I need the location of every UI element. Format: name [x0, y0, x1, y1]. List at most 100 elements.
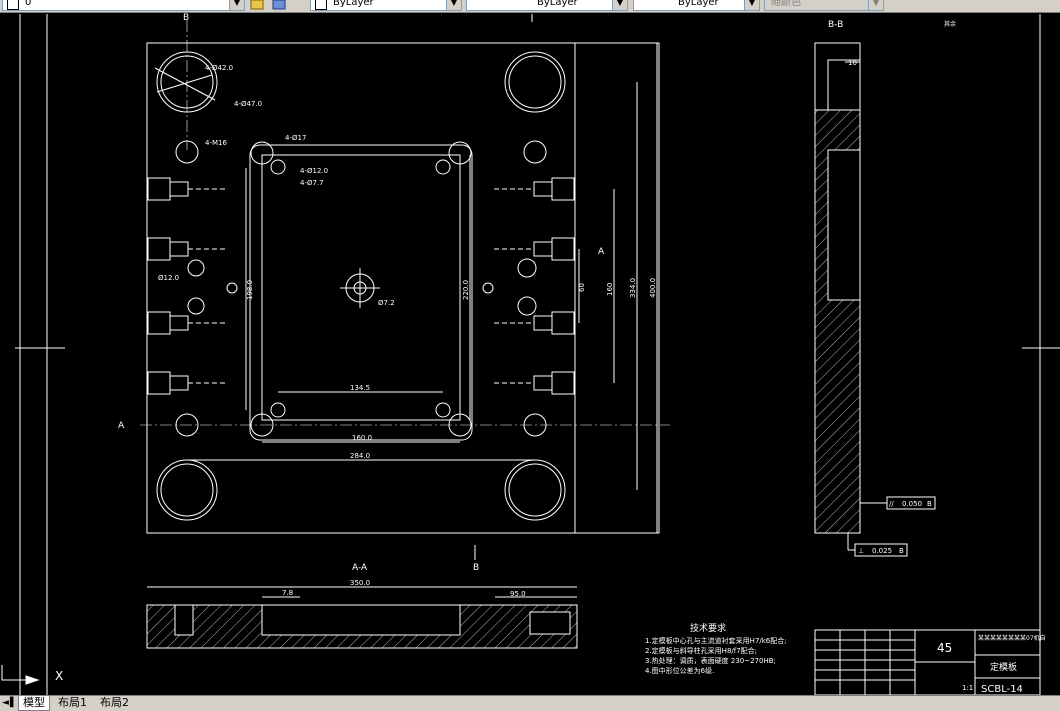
dim-m16: 4-M16 [205, 139, 227, 147]
dim-60: 60 [578, 283, 586, 292]
title-scale: 1:1 [962, 684, 973, 692]
tol-parallel: 0.050 [902, 500, 922, 508]
dim-3340: 334.0 [629, 278, 637, 298]
cavity-pocket-outer [249, 144, 473, 441]
surface-other-note: 其余 [944, 20, 956, 28]
layout-tab-bar: ◄ ▌ 模型 布局1 布局2 [0, 695, 1060, 711]
guide-hole-br-inner [508, 463, 562, 517]
leader-phi47 [156, 74, 213, 93]
angle-pin-hole-lower [517, 296, 537, 316]
dim-78: 7.8 [282, 589, 293, 597]
tech-title: 技术要求 [690, 622, 726, 634]
section-aa-fitting [529, 611, 571, 635]
title-block-frame [814, 629, 1041, 695]
dim-phi42: 4-Ø42.0 [205, 64, 233, 72]
layer-state-icon [7, 0, 19, 10]
section-aa-view: A-A 350.0 95.0 7.8 [146, 563, 578, 649]
section-aa-title: A-A [352, 563, 368, 573]
label-a-right: A [598, 247, 605, 257]
first-tab-icon[interactable]: ◄ [2, 698, 9, 708]
linetype-dropdown[interactable]: ByLayer ▼ [466, 0, 628, 11]
tab-layout2[interactable]: 布局2 [100, 696, 129, 709]
layer-stack-icon[interactable] [272, 0, 286, 10]
title-school: 某某某某某某某某07机自 [978, 634, 1046, 642]
dim-phi7: 4-Ø7.7 [300, 179, 324, 187]
guide-hole-tr-outer [504, 51, 566, 113]
chevron-down-icon[interactable]: ▼ [744, 0, 759, 10]
chevron-down-icon[interactable]: ▼ [612, 0, 627, 10]
tol-symbol-parallel: // [889, 500, 894, 508]
pin-hole-tl [270, 159, 286, 175]
dim-4000: 400.0 [649, 278, 657, 298]
dim-10: 10 [848, 59, 857, 67]
small-hole-right [482, 282, 494, 294]
tol-parallel-datum: B [927, 500, 932, 508]
chevron-down-icon[interactable]: ▼ [229, 0, 244, 10]
section-bb-guide [827, 59, 861, 111]
small-hole-left-upper [187, 259, 205, 277]
tol-symbol-perp: ⊥ [858, 547, 864, 555]
plan-view-labels: B A A B 4-Ø42.0 4-Ø47.0 4-M16 4-Ø17 4-Ø1… [118, 13, 657, 573]
cavity-pocket-inner [261, 154, 461, 421]
dim-phi7b: Ø7.2 [378, 299, 395, 307]
layer-value: 0 [25, 0, 32, 8]
layer-previous-icon[interactable] [250, 0, 264, 10]
small-hole-left-mid [226, 282, 238, 294]
guide-hole-tr-inner [508, 55, 562, 109]
tech-line-3: 3.热处理：调质，表面硬度 230~270HB; [645, 656, 776, 665]
dim-120: Ø12.0 [158, 274, 179, 282]
tech-requirements: 技术要求 1.定模板中心孔与主流道衬套采用H7/k6配合; 2.定模板与斜导柱孔… [645, 622, 787, 675]
plate-outline [146, 42, 660, 534]
pin-hole-br [435, 402, 451, 418]
tab-layout1[interactable]: 布局1 [58, 696, 87, 709]
cooling-fittings-right [494, 177, 575, 395]
dim-phi47: 4-Ø47.0 [234, 100, 262, 108]
guide-hole-bl-inner [160, 463, 214, 517]
ucs-x-label: X [55, 669, 63, 683]
dim-3500: 350.0 [350, 579, 370, 587]
tol-perp: 0.025 [872, 547, 892, 555]
tol-perp-datum: B [899, 547, 904, 555]
section-bb-pocket [827, 149, 861, 301]
ucs-icon: X [1, 665, 63, 685]
tech-line-1: 1.定模板中心孔与主流道衬套采用H7/k6配合; [645, 636, 787, 645]
pocket-corner-tr [448, 141, 472, 165]
section-aa-pocket [261, 604, 461, 636]
title-drawing-no: SCBL-14 [981, 684, 1023, 695]
dim-1345: 134.5 [350, 384, 370, 392]
drawing-canvas[interactable]: B A A B 4-Ø42.0 4-Ø47.0 4-M16 4-Ø17 4-Ø1… [0, 13, 1060, 695]
title-block-text: 45 某某某某某某某某07机自 定模板 SCBL-14 1:1 [937, 634, 1046, 695]
layer-dropdown[interactable]: 0 ▼ [2, 0, 245, 11]
pocket-corner-tl [250, 141, 274, 165]
pin-hole-tr [435, 159, 451, 175]
label-a-left: A [118, 421, 125, 431]
dim-1980: 198.0 [246, 280, 254, 300]
dim-phi12: 4-Ø12.0 [300, 167, 328, 175]
tech-line-4: 4.图中形位公差为6级. [645, 666, 714, 675]
color-value: ByLayer [333, 0, 374, 8]
label-b-bottom: B [473, 563, 479, 573]
section-aa-hole-left [174, 604, 194, 636]
leader-phi42 [154, 67, 216, 101]
label-b-top: B [183, 13, 189, 23]
cooling-fittings-left [147, 177, 228, 395]
title-number: 45 [937, 641, 952, 655]
guide-hole-br-outer [504, 459, 566, 521]
chevron-down-icon[interactable]: ▼ [446, 0, 461, 10]
drawing-svg: B A A B 4-Ø42.0 4-Ø47.0 4-M16 4-Ø17 4-Ø1… [1, 13, 1060, 695]
dim-phi17: 4-Ø17 [285, 134, 306, 142]
plotstyle-dropdown[interactable]: 随颜色 ▼ [764, 0, 884, 11]
tab-model[interactable]: 模型 [18, 696, 50, 711]
color-dropdown[interactable]: ByLayer ▼ [310, 0, 462, 11]
dim-2840: 284.0 [350, 452, 370, 460]
dim-950: 95.0 [510, 590, 526, 598]
pin-hole-bl [270, 402, 286, 418]
prev-tab-icon[interactable]: ▌ [10, 698, 17, 708]
dim-1600: 160.0 [352, 434, 372, 442]
color-swatch-icon [315, 0, 327, 10]
title-name: 定模板 [990, 661, 1017, 673]
section-bb-view: B-B 10 其余 // 0.050 B ⊥ 0.025 B [814, 20, 956, 557]
linetype-value: ByLayer [537, 0, 578, 8]
lineweight-dropdown[interactable]: ByLayer ▼ [633, 0, 760, 11]
chevron-down-icon[interactable]: ▼ [868, 0, 883, 10]
